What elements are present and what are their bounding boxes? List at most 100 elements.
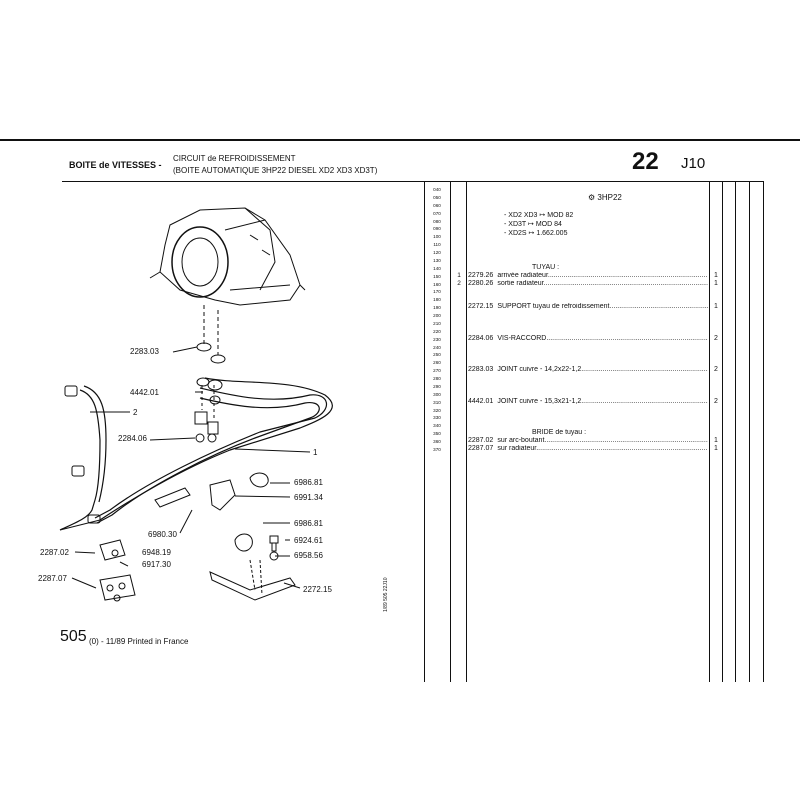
leader-dots: ........................................… (547, 271, 708, 279)
line-number: 230 (433, 336, 441, 342)
part-ref-number: 2 (457, 279, 461, 287)
label-2287-02: 2287.02 (40, 548, 69, 557)
part-description: TUYAU : (532, 263, 560, 271)
part-quantity: 1 (714, 279, 718, 287)
line-number: 290 (433, 383, 441, 389)
label-6924-61: 6924.61 (294, 536, 323, 545)
label-6980-30: 6980.30 (148, 530, 177, 539)
line-number: 070 (433, 210, 441, 216)
line-number: 210 (433, 320, 441, 326)
part-description: BRIDE de tuyau : (532, 429, 587, 437)
part-quantity: 1 (714, 437, 718, 445)
label-2283-03: 2283.03 (130, 347, 159, 356)
line-number: 130 (433, 257, 441, 263)
line-number: 320 (433, 407, 441, 413)
from-arrow-icon: ↦ (526, 230, 537, 237)
line-number: 340 (433, 423, 441, 429)
line-number: 240 (433, 344, 441, 350)
line-number: 090 (433, 226, 441, 232)
part-description: sortie radiateur (497, 279, 544, 287)
leader-dots: ........................................… (544, 437, 708, 445)
part-quantity: 2 (714, 366, 718, 374)
part-number: 2280.26 (468, 279, 494, 287)
leader-dots: ........................................… (581, 397, 708, 405)
line-number: 220 (433, 328, 441, 334)
part-number: 2283.03 (468, 366, 494, 374)
applicability-line: - XD3T ↦ MOD 84 (504, 220, 573, 229)
from-arrow-icon: ↦ (526, 221, 536, 228)
leader-dots: ........................................… (609, 303, 709, 311)
top-rule (0, 139, 800, 141)
applicability-value: 1.662.005 (536, 230, 568, 237)
line-number: 140 (433, 265, 441, 271)
label-2287-07: 2287.07 (38, 574, 67, 583)
label-6917-30: 6917.30 (142, 560, 171, 569)
part-description: JOINT cuivre - 14,2x22-1,2 (497, 366, 582, 374)
leader-dots: ........................................… (546, 334, 708, 342)
leader-dots: ........................................… (536, 445, 708, 453)
label-6948-19: 6948.19 (142, 548, 171, 557)
line-number: 120 (433, 250, 441, 255)
label-2284-06: 2284.06 (118, 434, 147, 443)
applicability-value: MOD 84 (535, 221, 562, 228)
engine-code: - XD2 XD3 (504, 212, 538, 219)
line-number: 330 (433, 415, 441, 421)
part-ref-number: 1 (457, 271, 461, 279)
line-number: 110 (433, 242, 441, 248)
leader-dots: ........................................… (543, 279, 708, 287)
footer-number: 505 (60, 628, 87, 645)
line-number: 250 (433, 352, 441, 358)
part-number: 2272.15 (468, 303, 494, 311)
label-2: 2 (133, 408, 138, 417)
line-number: 300 (433, 391, 441, 397)
col-extra-2 (749, 182, 750, 682)
line-number: 180 (433, 297, 441, 303)
line-number: 350 (433, 431, 441, 437)
leader-dots: ........................................… (581, 366, 708, 374)
line-number: 360 (433, 439, 441, 444)
col-line-no-left (424, 182, 425, 682)
line-number: 100 (433, 234, 441, 240)
gearbox-applicability: ⚙ 3HP22 (588, 193, 622, 202)
line-number: 080 (433, 218, 441, 224)
line-number: 280 (433, 376, 441, 381)
part-quantity: 2 (714, 334, 718, 342)
part-quantity: 1 (714, 271, 718, 279)
gearbox-code: 3HP22 (597, 193, 622, 202)
page-code: J10 (681, 155, 706, 172)
part-number: 2279.26 (468, 271, 494, 279)
engine-code: - XD2S (504, 230, 527, 237)
line-number: 310 (433, 399, 441, 405)
part-description: sur arc-boutant (497, 437, 545, 445)
line-number: 150 (433, 273, 441, 279)
part-quantity: 1 (714, 303, 718, 311)
label-6986-81-bottom: 6986.81 (294, 519, 323, 528)
gearbox-icon: ⚙ (588, 193, 596, 202)
col-qty-left (709, 182, 710, 682)
label-2272-15: 2272.15 (303, 585, 332, 594)
label-6958-56: 6958.56 (294, 551, 323, 560)
col-extra-1 (735, 182, 736, 682)
part-description: JOINT cuivre - 15,3x21-1,2 (497, 397, 582, 405)
part-quantity: 1 (714, 445, 718, 453)
subtitle-line1: CIRCUIT de REFROIDISSEMENT (173, 154, 296, 163)
applicability-lines: - XD2 XD3 ↦ MOD 82- XD3T ↦ MOD 84- XD2S … (504, 211, 573, 238)
line-number: 170 (433, 289, 441, 295)
part-number: 4442.01 (468, 397, 494, 405)
engine-code: - XD3T (504, 221, 527, 228)
col-extra-3 (763, 182, 764, 682)
line-number: 200 (433, 313, 441, 318)
line-number: 190 (433, 305, 441, 311)
part-row: TUYAU : (532, 264, 772, 271)
line-number: 260 (433, 360, 441, 366)
line-number: 040 (433, 187, 441, 192)
line-number: 270 (433, 368, 441, 374)
col-line-ref-left (450, 182, 451, 682)
applicability-value: MOD 82 (547, 212, 574, 219)
